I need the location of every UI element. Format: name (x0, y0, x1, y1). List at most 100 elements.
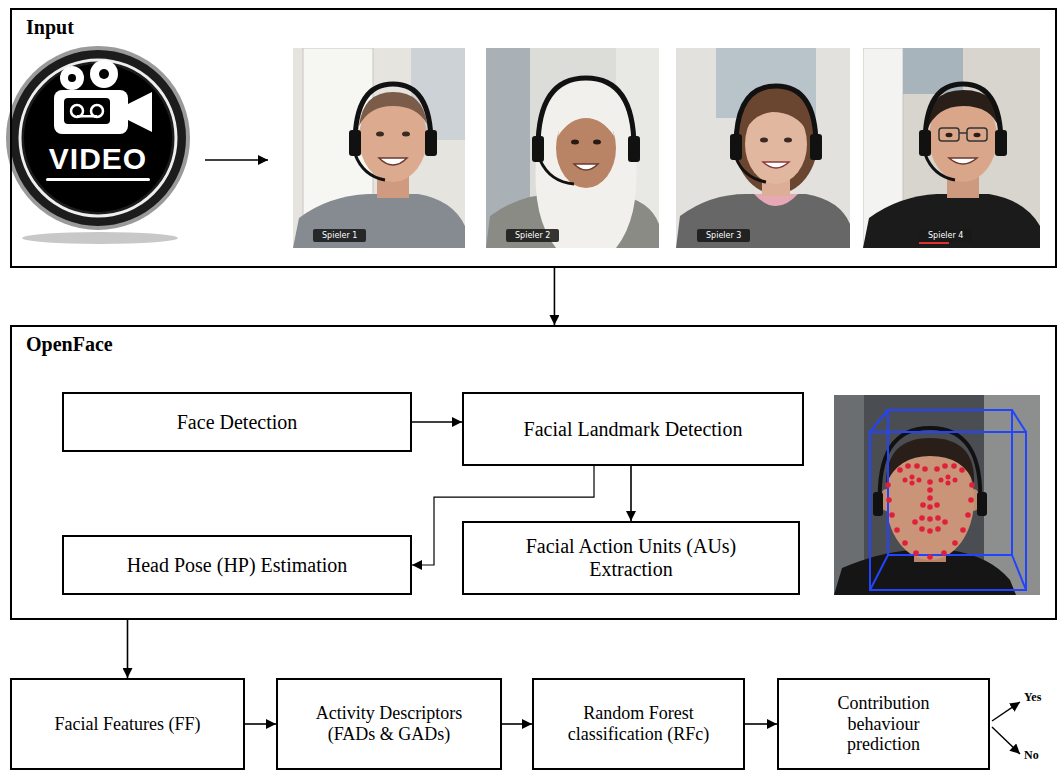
facial-landmarks (905, 463, 911, 469)
video-icon (60, 66, 84, 90)
head-pose-box (1012, 555, 1026, 590)
flow-arrow (245, 723, 276, 725)
participant-photo (810, 134, 822, 160)
landmark-tracking-image (873, 492, 883, 516)
player-caption: Spieler 4 (919, 229, 972, 242)
participant-photo (349, 130, 361, 156)
facial-landmarks (968, 497, 974, 503)
video-icon (90, 60, 118, 88)
facial-landmarks (902, 540, 908, 546)
box-label: Activity Descriptors (FADs & GADs) (302, 703, 477, 744)
participant-photo (946, 133, 953, 137)
participant-photo (540, 160, 574, 184)
video-icon (22, 232, 178, 244)
flow-arrow (554, 268, 556, 325)
box-label: Face Detection (177, 411, 298, 434)
facial-landmarks (920, 502, 926, 508)
panel-title: Input (26, 16, 74, 39)
facial-landmarks (946, 475, 951, 480)
facial-landmarks (953, 478, 958, 483)
process-box: Facial Action Units (AUs) Extraction (462, 521, 800, 595)
box-label: Contribution behaviour prediction (824, 693, 944, 755)
landmark-tracking-image (886, 438, 974, 484)
video-icon (8, 48, 188, 244)
participant-photo (763, 162, 789, 168)
participant-photo (355, 84, 431, 144)
flow-arrow (630, 466, 632, 521)
facial-landmarks (942, 463, 948, 469)
participant-photo (863, 194, 1040, 248)
facial-landmarks (919, 515, 925, 521)
facial-landmarks (941, 550, 947, 556)
participant-photo (925, 84, 1001, 144)
video-icon (128, 92, 152, 132)
participant-photo (939, 128, 959, 141)
process-box: Contribution behaviour prediction (777, 678, 990, 770)
flow-arrow (412, 421, 462, 423)
video-icon (20, 60, 176, 216)
process-box: Face Detection (62, 392, 412, 452)
video-icon (77, 115, 97, 118)
output-arrows (992, 727, 1020, 754)
facial-landmarks (897, 467, 903, 473)
facial-landmarks (913, 550, 919, 556)
participant-photo (355, 154, 385, 180)
output-label: Yes (1024, 690, 1041, 705)
facial-landmarks (912, 519, 918, 525)
participant-photo (974, 133, 981, 137)
output-label: No (1024, 748, 1039, 763)
facial-landmarks (917, 478, 922, 483)
facial-landmarks (927, 504, 933, 510)
input-arrow (205, 159, 268, 161)
facial-landmarks (910, 481, 915, 486)
facial-landmarks (951, 463, 957, 469)
participant-photo (734, 86, 818, 194)
participant-photo (538, 78, 634, 148)
participant-photo (574, 164, 598, 170)
flow-arrow (502, 723, 532, 725)
participant-photo (628, 136, 640, 162)
facial-landmarks (889, 512, 895, 518)
flow-arrow (745, 723, 777, 725)
participant-photo (558, 106, 614, 136)
participant-photo (376, 132, 384, 137)
video-icon (99, 69, 109, 79)
facial-landmarks (927, 495, 933, 501)
process-box: Facial Landmark Detection (462, 392, 804, 466)
participant-photo (676, 48, 850, 248)
participant-photo (425, 130, 437, 156)
landmark-tracking-image (834, 395, 1040, 595)
facial-landmarks (894, 527, 900, 533)
facial-landmarks (934, 466, 940, 472)
box-label: Facial Features (FF) (55, 714, 201, 735)
openface-panel: OpenFaceFace DetectionFacial Landmark De… (10, 325, 1057, 620)
icon-label: VIDEO (38, 142, 158, 176)
video-icon (8, 48, 188, 228)
head-pose-box (870, 410, 888, 432)
participant-photo (379, 158, 407, 165)
landmark-tracking-image (834, 395, 1040, 595)
participant-photo (676, 194, 850, 248)
landmark-tracking-image (977, 492, 987, 516)
facial-landmarks (910, 475, 915, 480)
player-caption: Spieler 1 (313, 229, 366, 242)
head-pose-box (1012, 410, 1026, 432)
facial-landmarks (946, 481, 951, 486)
output-arrows (992, 702, 1020, 721)
facial-landmarks (919, 526, 925, 532)
participant-photo (967, 128, 987, 141)
participant-photo (995, 130, 1007, 156)
process-box: Facial Features (FF) (10, 678, 245, 770)
participant-photo (949, 158, 977, 164)
participant-photo (359, 92, 427, 126)
participant-photo (536, 80, 636, 208)
facial-landmarks (927, 528, 933, 534)
player-caption: Spieler 3 (697, 229, 750, 242)
participant-photo (959, 132, 967, 134)
video-icon (64, 98, 110, 124)
participant-photo (919, 130, 931, 156)
participant-photo (676, 48, 850, 248)
participant-photo (925, 154, 955, 180)
